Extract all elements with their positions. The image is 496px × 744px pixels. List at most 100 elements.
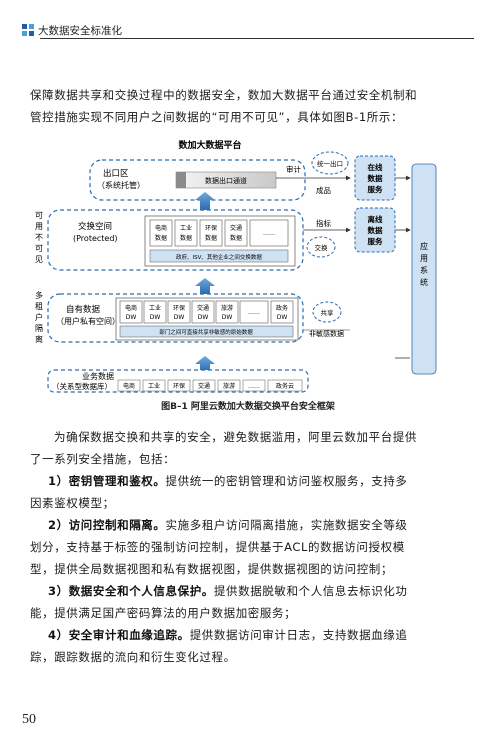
figure-title: 数加大数据平台 <box>178 139 241 151</box>
measures-intro-line-2: 了一系列安全措施，包括： <box>30 452 176 466</box>
item-3-line-1: 提供数据脱敏和个人信息去标识化功 <box>213 584 408 598</box>
svg-text:DW: DW <box>277 314 288 321</box>
item-3-head: 3）数据安全和个人信息保护。 <box>48 584 214 598</box>
outlet-zone-name: 出口区 <box>103 168 129 179</box>
up-arrow-2 <box>195 278 215 294</box>
exchange-bubble <box>306 236 336 258</box>
svg-text:……: …… <box>263 230 275 237</box>
architecture-figure: 数加大数据平台 可 用 不 可 见 多 租 户 隔 离 出口区 （系统托管） 数… <box>35 139 437 393</box>
audit-label: 审计 <box>286 164 301 174</box>
svg-text:租: 租 <box>35 302 43 311</box>
page-number: 50 <box>22 712 36 727</box>
measures-intro-line-1: 为确保数据交换和共享的安全，避免数据滥用，阿里云数加平台提供 <box>54 430 417 444</box>
svg-text:服务: 服务 <box>368 184 383 194</box>
item-2-line-2: 划分，支持基于标签的强制访问控制，提供基于ACL的数据访问授权模 <box>30 540 405 554</box>
label-available-invisible: 可 用 不 可 见 <box>35 211 43 264</box>
measure-item-1: 1）密钥管理和鉴权。提供统一的密钥管理和访问鉴权服务，支持多 因素鉴权模型； <box>30 470 470 514</box>
svg-text:户: 户 <box>35 312 43 322</box>
item-4-head: 4）安全审计和血缘追踪。 <box>48 628 190 642</box>
svg-text:DW: DW <box>222 314 233 321</box>
svg-text:政务云: 政务云 <box>276 382 294 390</box>
own-data-cells: 电商 DW 工业 DW 环保 DW 交通 DW 旅游 DW …… 政务 DW <box>119 300 294 324</box>
svg-text:可: 可 <box>35 244 43 253</box>
svg-text:见: 见 <box>35 255 43 264</box>
exchange-cells: 电商 数据 工业 数据 环保 数据 交通 数据 …… <box>149 219 289 247</box>
svg-text:在线: 在线 <box>368 162 383 172</box>
own-data-footer: 部门之间可直接共享非敏感的原始数据 <box>159 328 253 336</box>
intro-paragraph: 保障数据共享和交换过程中的数据安全，数加大数据平台通过安全机制和 管控措施实现不… <box>30 84 470 128</box>
measure-item-2: 2）访问控制和隔离。实施多租户访问隔离措施，实施数据安全等级 划分，支持基于标签… <box>30 514 470 580</box>
up-arrow-1 <box>195 192 215 210</box>
svg-text:环保: 环保 <box>173 382 185 390</box>
running-header: 大数据安全标准化 <box>22 22 122 38</box>
online-data-service <box>354 155 396 201</box>
svg-text:DW: DW <box>174 314 185 321</box>
own-data-sub: （用户私有空间） <box>56 316 120 326</box>
index-label: 指标 <box>316 218 331 228</box>
share-label: 共享 <box>321 308 335 317</box>
application-system <box>411 163 437 375</box>
offline-data-service <box>354 207 396 253</box>
item-1-line-2: 因素鉴权模型； <box>30 496 115 510</box>
svg-text:数据: 数据 <box>180 234 192 242</box>
svg-text:多: 多 <box>35 290 43 300</box>
svg-text:用: 用 <box>420 254 428 263</box>
svg-text:环保: 环保 <box>205 224 217 232</box>
business-cells: 电商 工业 环保 交通 旅游 …… 政务云 <box>117 379 303 392</box>
unified-outlet-bubble <box>311 151 349 175</box>
svg-text:工业: 工业 <box>148 382 160 390</box>
header-title: 大数据安全标准化 <box>38 24 122 37</box>
product-label: 成品 <box>316 185 331 195</box>
svg-text:不: 不 <box>35 233 43 242</box>
own-data-name: 自有数据 <box>66 304 101 315</box>
svg-text:……: …… <box>248 383 260 390</box>
label-multi-tenant-isolation: 多 租 户 隔 离 <box>35 290 43 344</box>
svg-text:系: 系 <box>420 265 428 275</box>
svg-text:应: 应 <box>420 241 428 251</box>
measure-item-4: 4）安全审计和血缘追踪。提供数据访问审计日志，支持数据血缘追 踪，跟踪数据的流向… <box>30 624 470 668</box>
unified-outlet-label: 统一出口 <box>317 159 343 168</box>
svg-text:数据: 数据 <box>205 234 217 242</box>
svg-text:用: 用 <box>35 222 43 231</box>
svg-text:政务: 政务 <box>276 304 288 312</box>
exchange-space-sub: (Protected) <box>73 234 118 243</box>
svg-text:可: 可 <box>35 211 43 220</box>
measures-intro: 为确保数据交换和共享的安全，避免数据滥用，阿里云数加平台提供 了一系列安全措施，… <box>30 426 470 470</box>
svg-text:旅游: 旅游 <box>221 304 233 312</box>
svg-text:环保: 环保 <box>173 304 185 312</box>
svg-text:数据: 数据 <box>368 173 383 183</box>
business-data-name: 业务数据 <box>82 371 114 381</box>
svg-text:电商: 电商 <box>123 382 135 390</box>
non-sensitive-label: 非敏感数据 <box>309 329 344 338</box>
svg-text:交通: 交通 <box>230 224 242 232</box>
svg-text:交通: 交通 <box>198 382 210 390</box>
outlet-zone-sub: （系统托管） <box>97 180 145 190</box>
item-2-line-1: 实施多租户访问隔离措施，实施数据安全等级 <box>165 518 408 532</box>
svg-text:工业: 工业 <box>149 304 161 312</box>
svg-text:隔: 隔 <box>35 324 43 333</box>
item-4-line-2: 踪，跟踪数据的流向和衍生变化过程。 <box>30 650 236 664</box>
item-1-line-1: 提供统一的密钥管理和访问鉴权服务，支持多 <box>165 474 408 488</box>
intro-line-2: 管控措施实现不同用户之间数据的“可用不可见”，具体如图B-1所示： <box>30 110 404 124</box>
svg-text:电商: 电商 <box>125 304 137 312</box>
svg-text:数据: 数据 <box>230 234 242 242</box>
business-data-sub: （关系型数据库） <box>52 381 112 391</box>
up-arrow-3 <box>195 356 215 372</box>
item-3-line-2: 能，提供满足国产密码算法的用户数据加密服务； <box>30 606 297 620</box>
data-outlet-channel-label: 数据出口通道 <box>205 176 247 185</box>
item-2-line-3: 型，提供全局数据视图和私有数据视图，提供数据视图的访问控制； <box>30 562 393 576</box>
svg-text:电商: 电商 <box>155 224 167 232</box>
svg-text:交通: 交通 <box>197 304 209 312</box>
share-bubble <box>312 301 342 323</box>
exchange-footer: 政府、ISV、其他企业之间交换数据 <box>176 253 262 261</box>
figure-caption: 图B–1 阿里云数加大数据交换平台安全框架 <box>161 402 335 412</box>
exchange-label: 交换 <box>315 243 329 252</box>
item-2-head: 2）访问控制和隔离。 <box>48 518 166 532</box>
header-rule <box>40 38 474 39</box>
svg-text:DW: DW <box>126 314 137 321</box>
exchange-space-name: 交换空间 <box>78 221 112 232</box>
svg-text:离: 离 <box>35 334 43 344</box>
svg-text:数据: 数据 <box>155 234 167 242</box>
svg-text:服务: 服务 <box>368 236 383 246</box>
svg-text:DW: DW <box>150 314 161 321</box>
